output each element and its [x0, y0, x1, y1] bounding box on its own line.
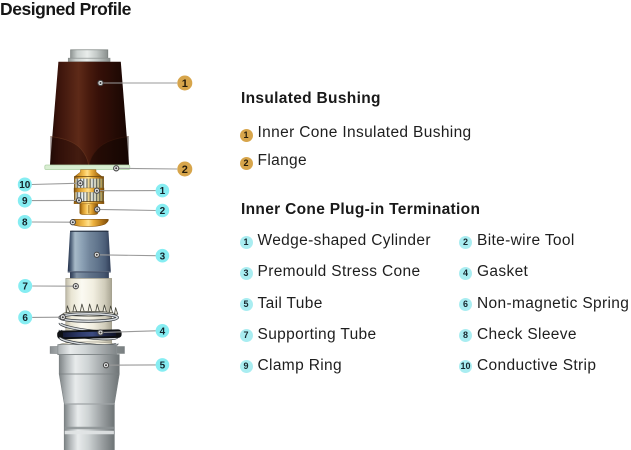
svg-text:9: 9: [22, 196, 28, 207]
svg-text:2: 2: [160, 206, 166, 217]
svg-text:1: 1: [160, 186, 166, 197]
svg-text:10: 10: [19, 180, 31, 191]
svg-text:6: 6: [22, 313, 28, 324]
svg-text:2: 2: [182, 164, 188, 176]
svg-text:3: 3: [160, 251, 166, 262]
svg-text:4: 4: [160, 326, 166, 337]
svg-text:1: 1: [182, 78, 188, 90]
svg-text:7: 7: [22, 282, 28, 293]
svg-text:5: 5: [160, 361, 166, 372]
svg-text:8: 8: [22, 218, 28, 229]
